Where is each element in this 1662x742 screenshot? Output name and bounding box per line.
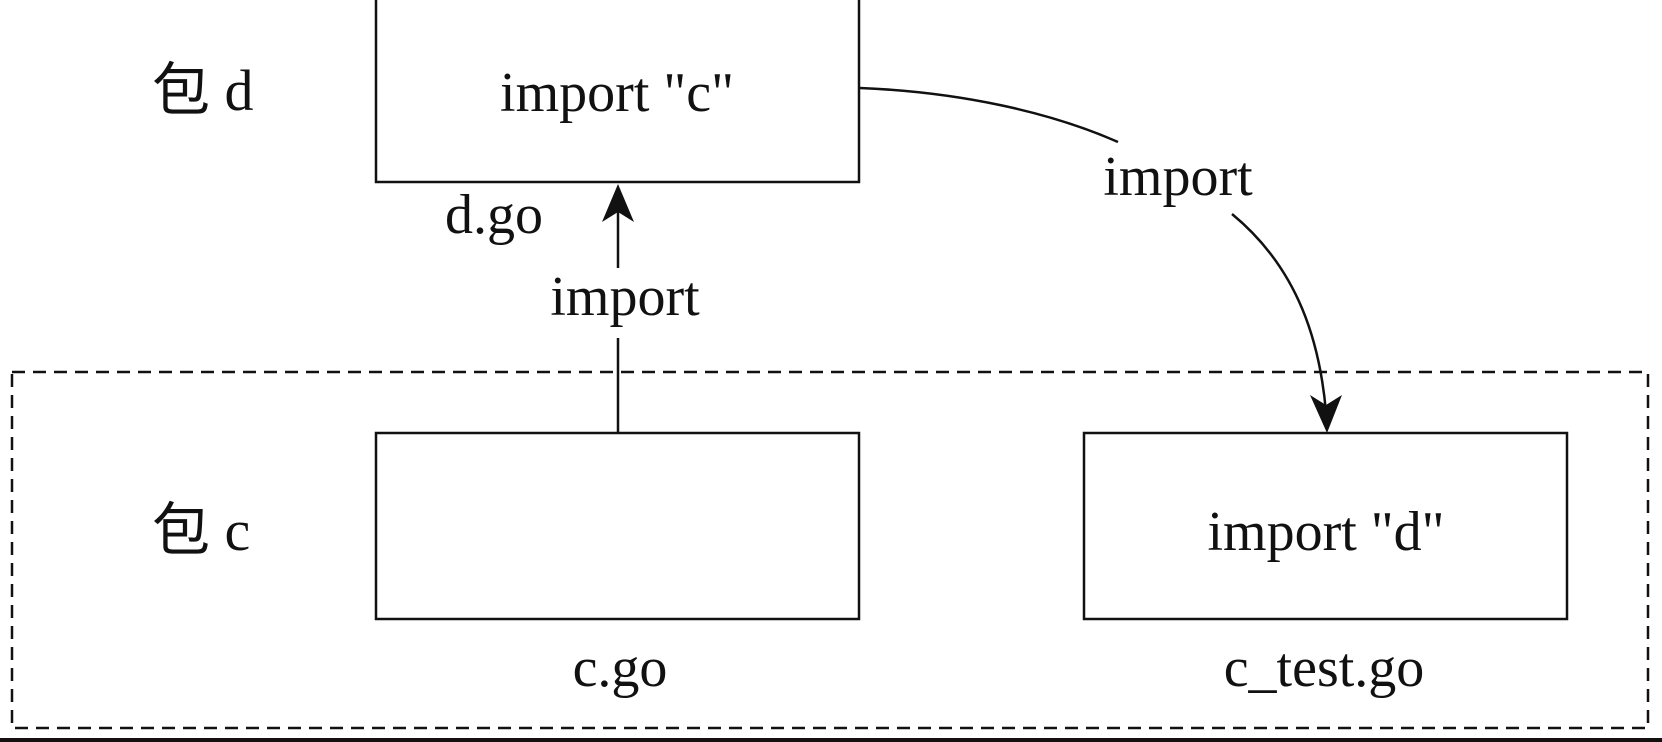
package-c-boundary: [10, 370, 1650, 730]
file-c-test-go-name: c_test.go: [1224, 637, 1425, 699]
file-d-go-box: import "c": [374, 0, 861, 184]
edge-d-to-c-test-arrowhead: [1310, 395, 1342, 433]
file-c-go-name: c.go: [573, 637, 668, 699]
bottom-border: [0, 738, 1662, 742]
file-c-test-go-box: import "d": [1082, 431, 1569, 621]
file-c-go-box: [374, 431, 861, 621]
edge-d-to-c-test: import: [859, 86, 1342, 433]
edge-d-to-c-test-label: import: [1103, 146, 1253, 208]
edge-c-to-d: import: [550, 184, 700, 433]
file-d-go-content: import "c": [500, 62, 734, 124]
file-d-go-name: d.go: [445, 184, 543, 246]
edge-c-to-d-arrowhead: [602, 184, 634, 222]
edge-c-to-d-label: import: [550, 266, 700, 328]
package-c-label: 包 c: [152, 498, 250, 563]
file-c-test-go-content: import "d": [1207, 501, 1444, 563]
package-d-label: 包 d: [152, 58, 254, 123]
